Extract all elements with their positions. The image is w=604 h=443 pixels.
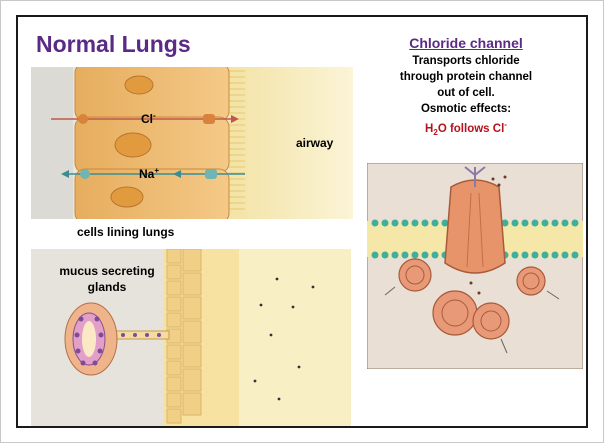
chloride-ion-label: Cl- (141, 111, 156, 126)
chloride-channel-heading: Chloride channel (373, 35, 559, 51)
sodium-ion-label: Na+ (139, 166, 159, 181)
formula-part: O follows Cl (438, 123, 504, 135)
description-line: Osmotic effects: (359, 101, 573, 117)
gland-label: mucus secreting glands (37, 263, 177, 295)
gland-label-line: glands (37, 279, 177, 295)
description-line: out of cell. (359, 85, 573, 101)
cell-lining-caption: cells lining lungs (77, 225, 174, 239)
slide-title: Normal Lungs (36, 31, 191, 58)
airway-label: airway (296, 136, 333, 150)
description-line: through protein channel (359, 69, 573, 85)
osmotic-formula: H2O follows Cl- (359, 117, 573, 141)
ion-symbol: Na (139, 167, 154, 181)
chloride-channel-description: Transports chloride through protein chan… (359, 53, 573, 141)
ion-symbol: Cl (141, 112, 153, 126)
description-line: Transports chloride (359, 53, 573, 69)
formula-superscript: - (504, 120, 507, 129)
ion-charge: - (153, 111, 156, 120)
gland-label-line: mucus secreting (37, 263, 177, 279)
chloride-channel-illustration (367, 163, 583, 369)
ion-charge: + (154, 166, 159, 175)
